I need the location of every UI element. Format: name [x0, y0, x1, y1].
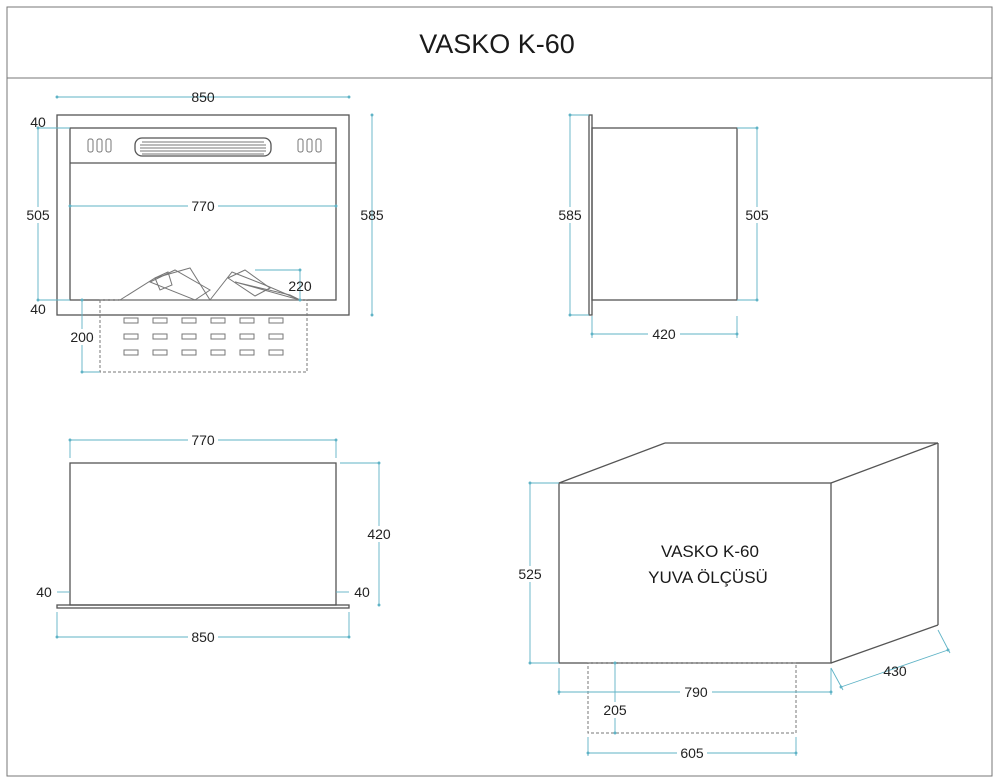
label-bg: [188, 629, 218, 645]
niche-top-right-edge: [830, 442, 939, 484]
heater-grille-mesh: [140, 141, 266, 155]
label-bg: [648, 326, 680, 342]
label-bg: [556, 207, 584, 223]
dim-front-height-inner: 505: [26, 207, 50, 223]
label-bg: [68, 329, 96, 345]
dim-line-niche-430: [839, 648, 950, 689]
side-view: 585 505 420: [556, 113, 771, 342]
dim-side-height-inner: 505: [745, 207, 769, 223]
base-vent-slots: [123, 317, 284, 356]
right-control-buttons: [297, 138, 322, 153]
niche-top-left-edge: [558, 442, 666, 484]
dim-side-depth: 420: [652, 326, 676, 342]
label-bg: [677, 745, 707, 761]
top-view: 770 850 420 40 40: [36, 432, 394, 645]
label-bg: [680, 684, 712, 700]
niche-label-size: YUVA ÖLÇÜSÜ: [648, 568, 768, 587]
dim-top-flange-left: 40: [36, 584, 52, 600]
label-bg: [188, 432, 218, 448]
label-bg: [188, 198, 218, 214]
drawing-title: VASKO K-60: [419, 29, 575, 59]
label-bg: [743, 207, 771, 223]
dim-front-width-total: 850: [191, 89, 215, 105]
front-outer-frame: [56, 114, 350, 316]
dim-side-height-total: 585: [558, 207, 582, 223]
top-front-flange: [56, 604, 350, 609]
top-body: [69, 462, 337, 606]
dim-top-width-inner: 770: [191, 432, 215, 448]
front-view: 850 770 585 505 40 40 220 200: [24, 89, 384, 374]
dim-front-frame-top: 40: [30, 114, 46, 130]
dim-niche-depth: 430: [883, 663, 907, 679]
dim-niche-height: 525: [518, 566, 542, 582]
dim-niche-base-width: 605: [680, 745, 704, 761]
dim-front-base-height: 200: [70, 329, 94, 345]
label-bg: [515, 566, 545, 582]
side-body: [591, 127, 738, 301]
ext-line: [937, 629, 951, 654]
label-bg: [364, 526, 394, 542]
dim-niche-base-height: 205: [603, 702, 627, 718]
dim-niche-width: 790: [684, 684, 708, 700]
niche-bottom-right-edge: [830, 624, 939, 664]
ext-line: [830, 667, 844, 691]
dim-front-width-inner: 770: [191, 198, 215, 214]
label-bg: [600, 702, 630, 718]
left-control-buttons: [87, 138, 112, 153]
niche-label-model: VASKO K-60: [661, 542, 759, 561]
niche-3d-view: VASKO K-60 YUVA ÖLÇÜSÜ 525 790 430 205 6…: [515, 442, 951, 761]
heater-grille: [134, 137, 272, 157]
dim-front-frame-bottom: 40: [30, 301, 46, 317]
dim-top-flange-right: 40: [354, 584, 370, 600]
front-base-box: [99, 299, 308, 373]
sheet-border: [6, 6, 993, 777]
dim-front-height-total: 585: [360, 207, 384, 223]
label-bg: [24, 207, 52, 223]
dim-top-width-total: 850: [191, 629, 215, 645]
decorative-logs: [118, 267, 301, 301]
dim-top-depth: 420: [367, 526, 391, 542]
dim-front-log-height: 220: [288, 278, 312, 294]
niche-base-box: [587, 662, 797, 734]
